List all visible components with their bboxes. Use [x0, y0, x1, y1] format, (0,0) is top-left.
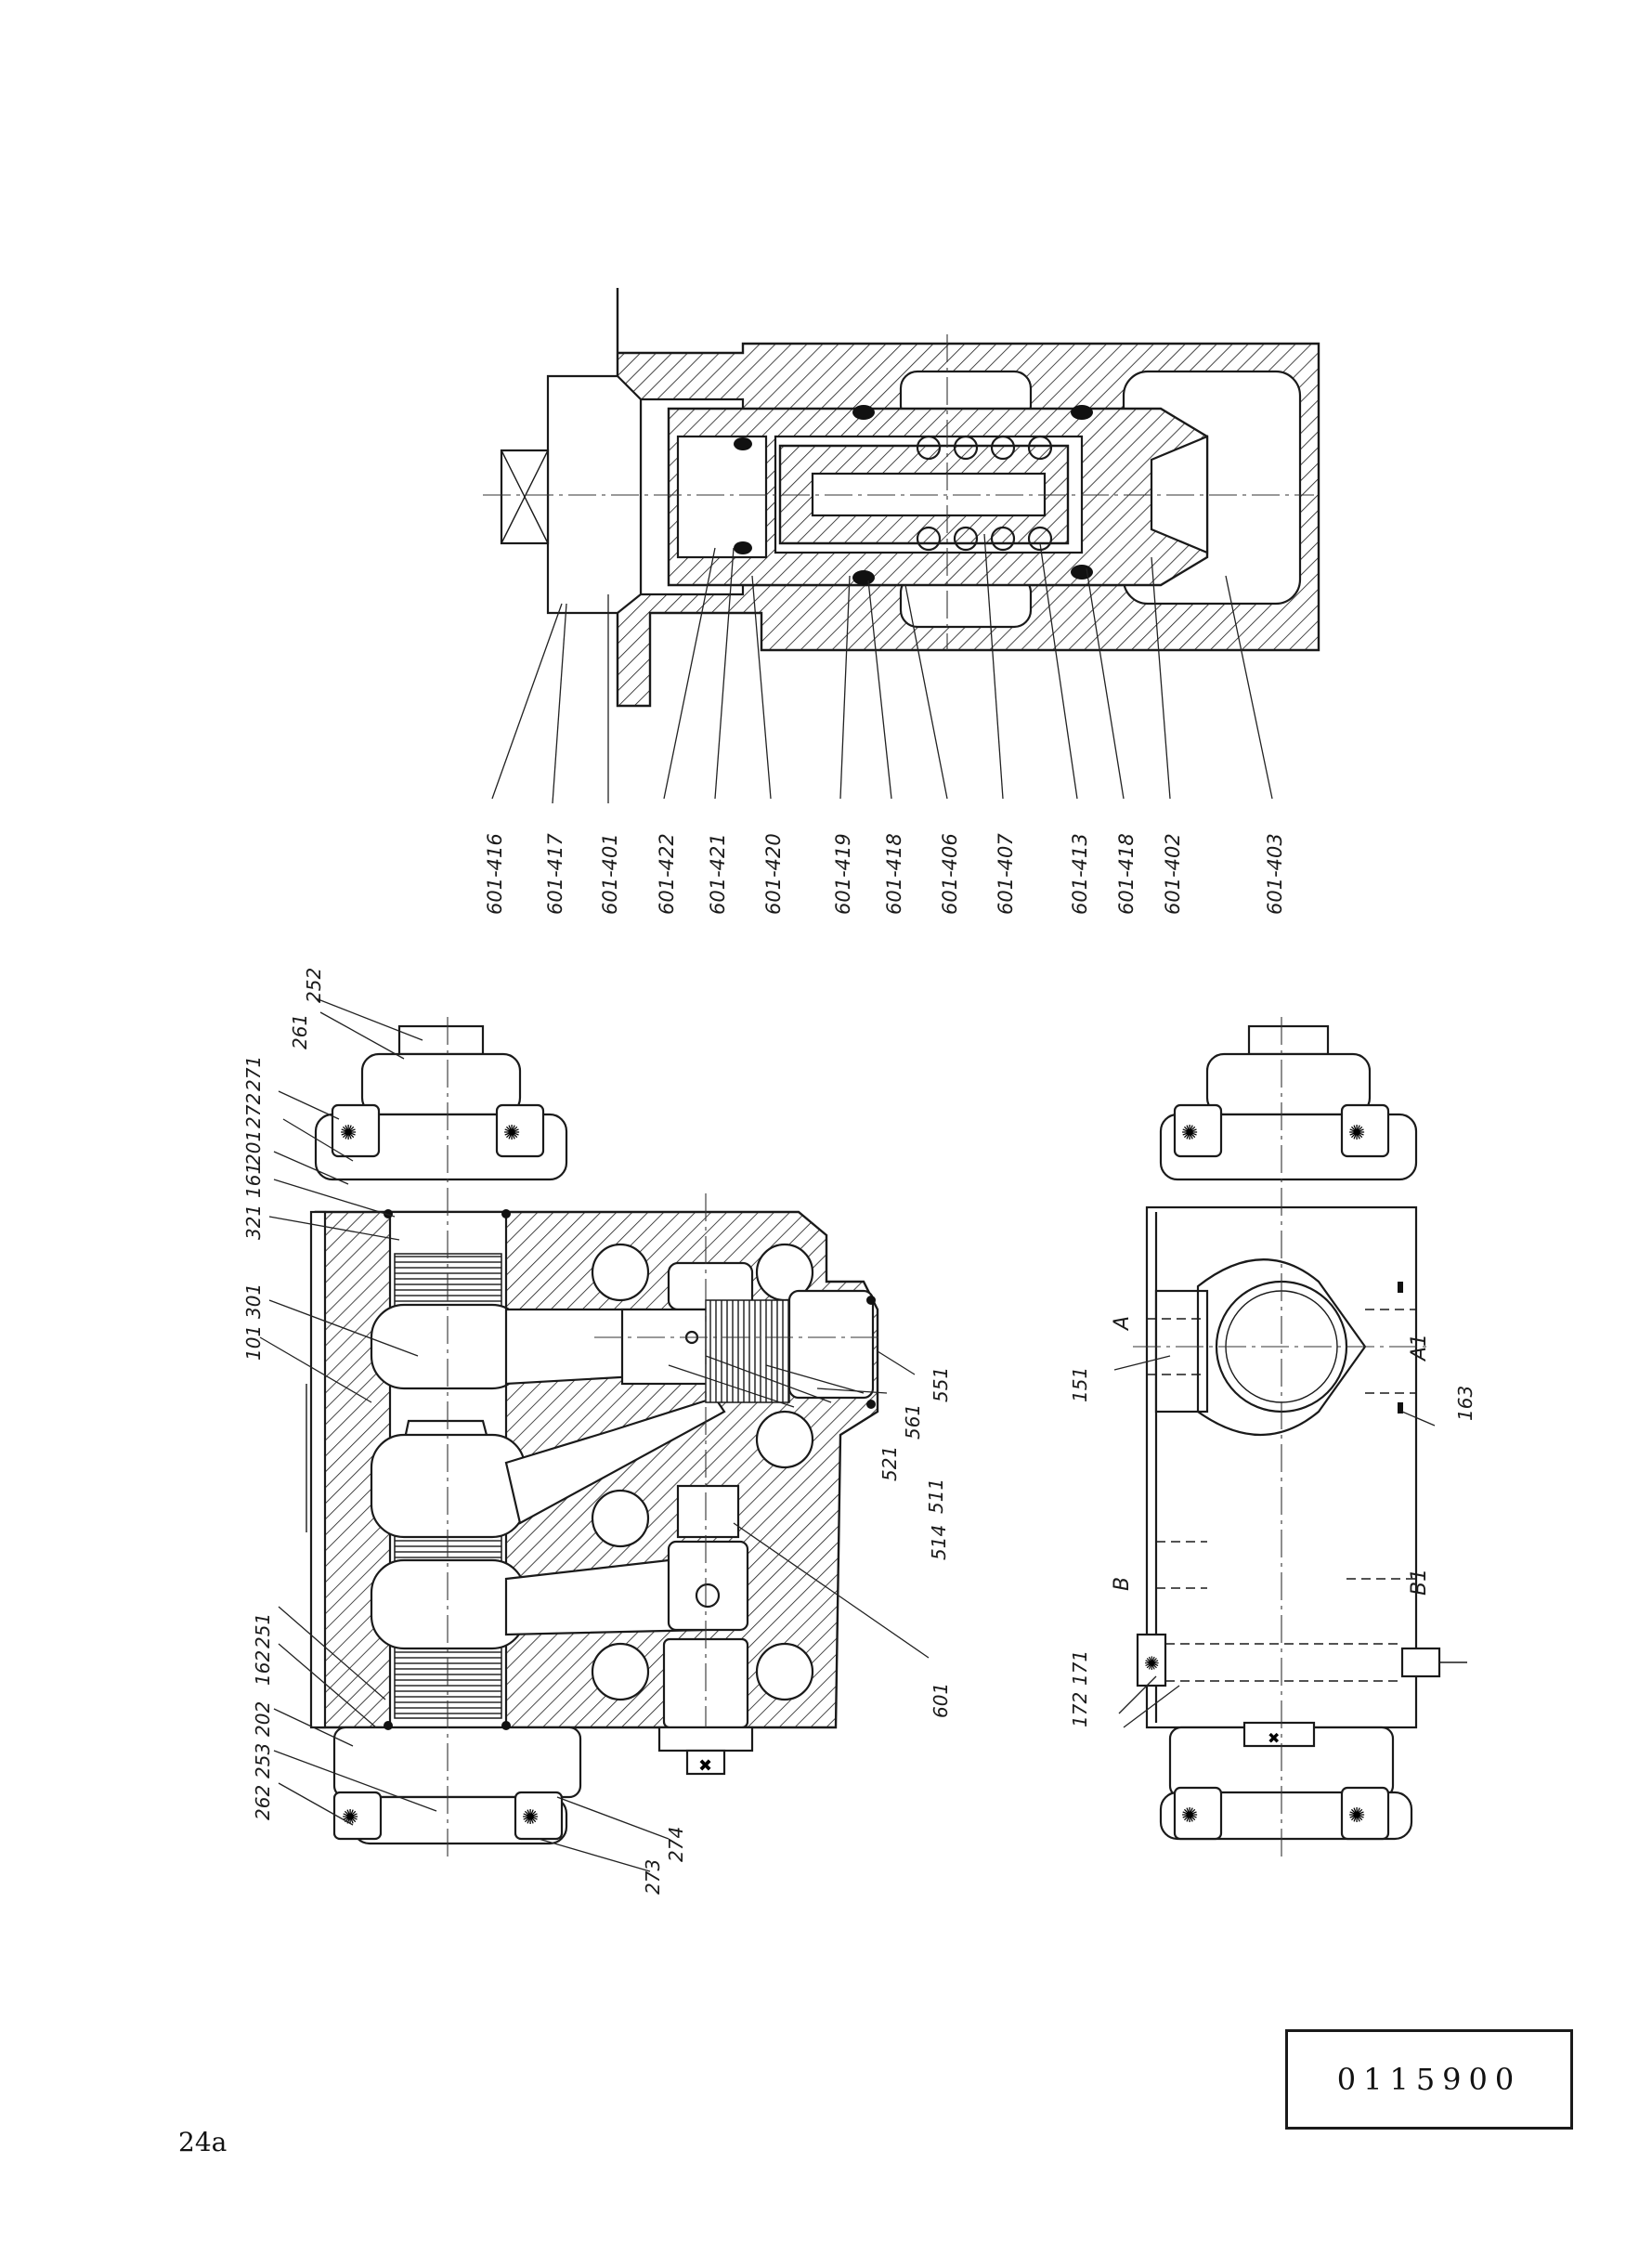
page-reference: 24a	[178, 2127, 228, 2157]
side-label-171: 171	[1069, 1650, 1091, 1686]
main-label-162: 162	[252, 1650, 274, 1686]
main-label-301: 301	[242, 1283, 265, 1319]
svg-text:✖: ✖	[1268, 1729, 1280, 1747]
svg-text:✺: ✺	[1144, 1652, 1160, 1674]
svg-text:✺: ✺	[503, 1122, 520, 1145]
valve-side-view: ✺ ✺ ✺ ✺ ✺ ✖	[1133, 1017, 1467, 1857]
detail-label-601-406: 601-406	[939, 833, 961, 915]
main-label-251: 251	[252, 1613, 274, 1648]
main-label-551: 551	[930, 1367, 952, 1402]
main-label-161: 161	[242, 1163, 265, 1198]
main-section-labels: 261 252 271 272 201 161 321 301 101 551 …	[242, 968, 952, 1895]
main-label-511: 511	[925, 1479, 947, 1514]
drawing-number: 0115900	[1336, 2062, 1522, 2097]
svg-text:✺: ✺	[1181, 1122, 1198, 1145]
detail-label-601-407: 601-407	[995, 833, 1017, 915]
main-label-272: 272	[242, 1093, 265, 1128]
detail-label-601-401: 601-401	[599, 833, 621, 915]
port-label-B1: B1	[1408, 1569, 1431, 1596]
relief-valve-detail-section	[483, 288, 1320, 708]
detail-labels: 601-416 601-417 601-401 601-422 601-421 …	[484, 533, 1286, 915]
detail-label-601-418: 601-418	[883, 833, 905, 915]
detail-label-601-403: 601-403	[1264, 833, 1286, 915]
main-label-521: 521	[878, 1446, 901, 1481]
detail-label-601-420: 601-420	[762, 833, 785, 915]
svg-text:✺: ✺	[1348, 1804, 1365, 1828]
side-label-172: 172	[1069, 1692, 1091, 1727]
main-label-252: 252	[303, 968, 325, 1003]
svg-text:✺: ✺	[1348, 1122, 1365, 1145]
main-valve-section: ✺ ✺	[306, 1017, 882, 1857]
main-label-201: 201	[242, 1130, 265, 1166]
detail-label-601-417: 601-417	[544, 833, 566, 915]
side-label-163: 163	[1454, 1386, 1476, 1421]
port-label-A: A	[1111, 1316, 1134, 1332]
main-label-273: 273	[642, 1859, 664, 1895]
main-label-253: 253	[252, 1743, 274, 1778]
detail-label-601-402: 601-402	[1162, 833, 1184, 915]
detail-label-601-419: 601-419	[832, 833, 854, 915]
svg-text:✺: ✺	[522, 1806, 539, 1830]
drawing-number-box: 0115900	[1285, 2029, 1573, 2130]
detail-label-601-418b: 601-418	[1115, 833, 1138, 915]
svg-text:✺: ✺	[342, 1806, 358, 1830]
spring-coils	[916, 435, 1053, 552]
main-label-321: 321	[242, 1205, 265, 1240]
svg-text:✺: ✺	[340, 1122, 357, 1145]
svg-text:✺: ✺	[1181, 1804, 1198, 1828]
main-label-261: 261	[289, 1014, 311, 1049]
main-label-202: 202	[252, 1701, 274, 1737]
side-view-labels: A A1 B B1 151 163 172 171	[1069, 1316, 1476, 1728]
detail-label-601-416: 601-416	[484, 833, 506, 915]
main-label-271: 271	[242, 1056, 265, 1091]
main-label-262: 262	[252, 1785, 274, 1820]
main-label-274: 274	[665, 1827, 687, 1862]
port-label-A1: A1	[1408, 1334, 1431, 1362]
detail-label-601-422: 601-422	[656, 833, 678, 915]
main-label-514: 514	[928, 1525, 950, 1560]
detail-label-601-413: 601-413	[1069, 833, 1091, 915]
port-label-B: B	[1111, 1577, 1134, 1591]
main-label-101: 101	[242, 1325, 265, 1361]
detail-label-601-421: 601-421	[707, 833, 729, 915]
main-label-601: 601	[930, 1683, 952, 1718]
main-label-561: 561	[902, 1404, 924, 1440]
side-label-151: 151	[1069, 1367, 1091, 1402]
svg-text:✖: ✖	[698, 1756, 712, 1776]
